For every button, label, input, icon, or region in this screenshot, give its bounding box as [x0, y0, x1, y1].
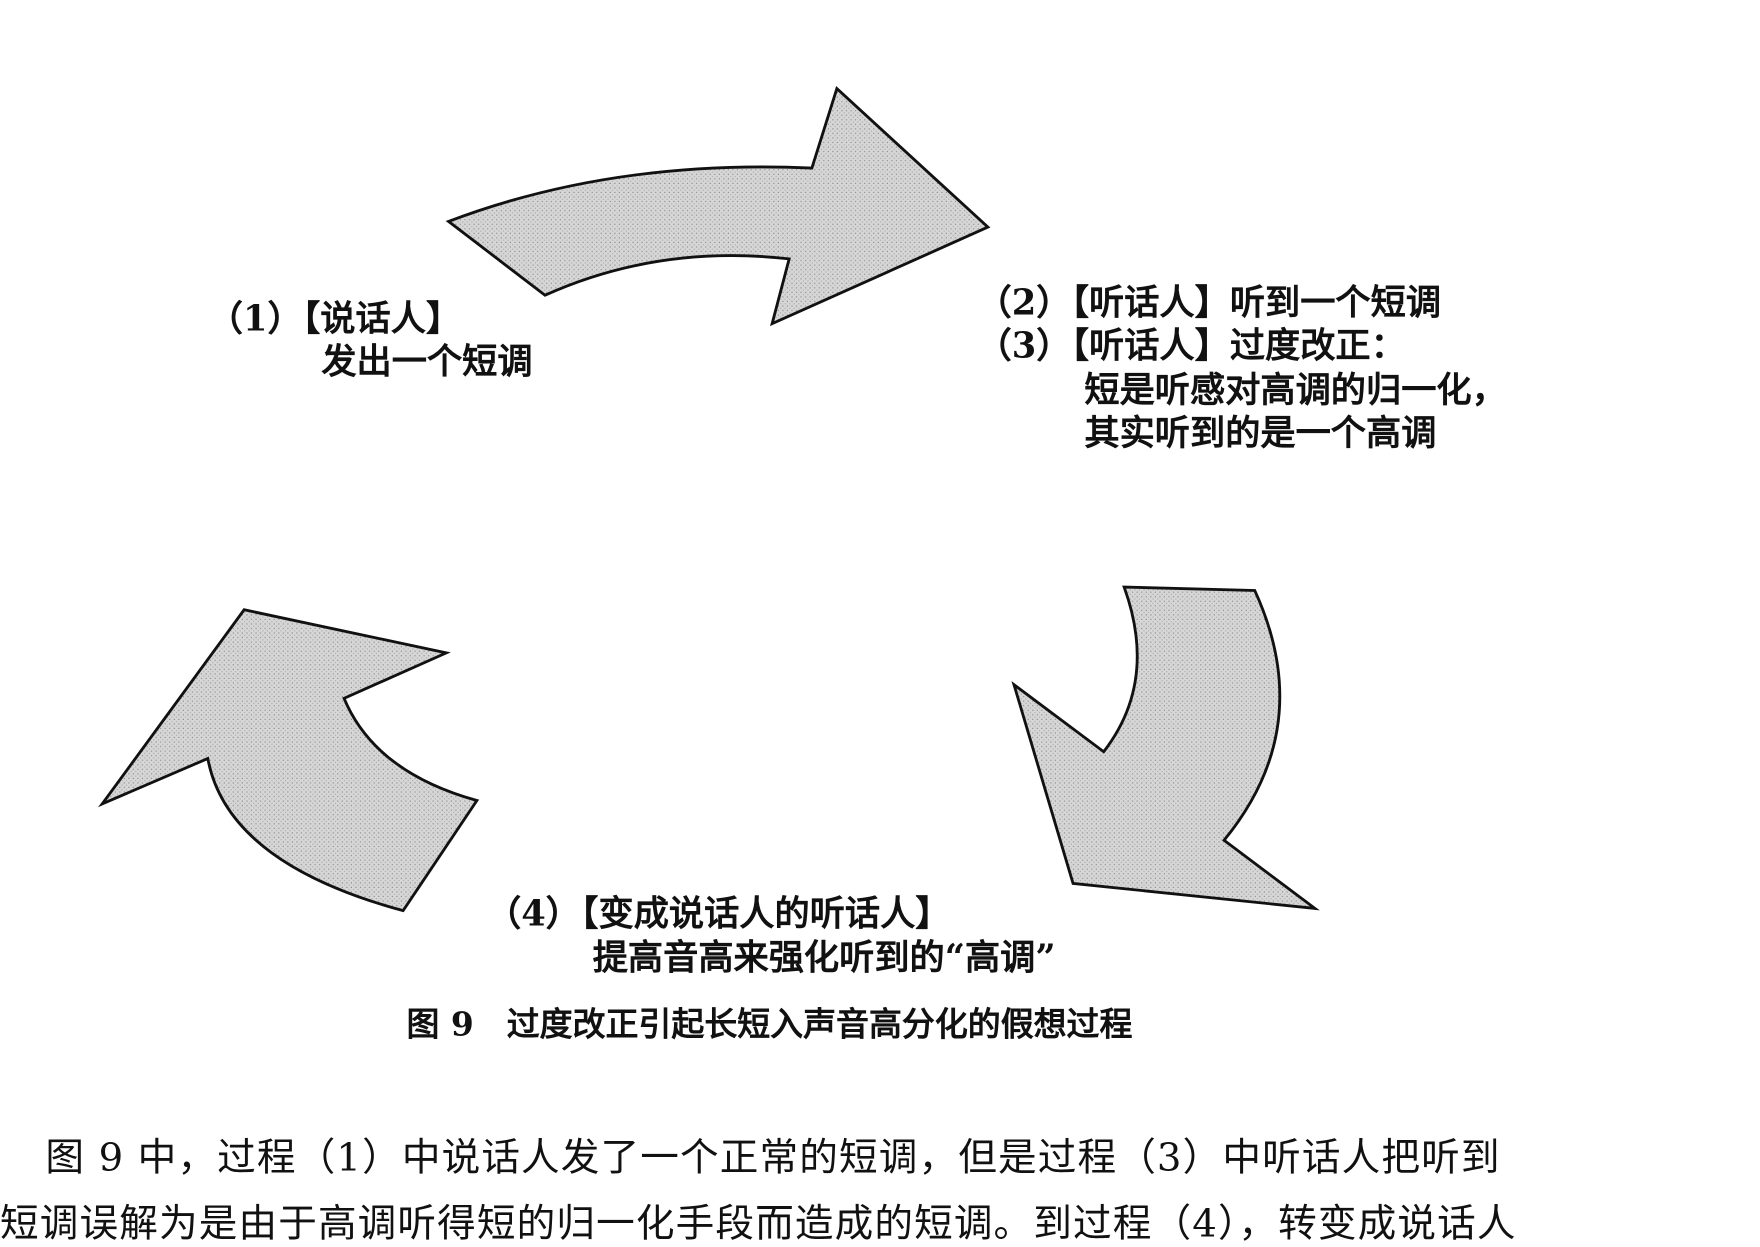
step2-label: （2）【听话人】听到一个短调: [976, 282, 1442, 324]
step3-description-1: 短是听感对高调的归一化，: [1084, 370, 1507, 412]
figure-caption: 图 9 过度改正引起长短入声音高分化的假想过程: [406, 1004, 1133, 1044]
step4-description: 提高音高来强化听到的“高调”: [592, 937, 1056, 979]
step1-description: 发出一个短调: [321, 341, 533, 383]
step3-label: （3）【听话人】过度改正：: [976, 325, 1406, 367]
arrow-new-speaker-to-speaker: [97, 608, 480, 913]
arrow-listener-to-new-speaker: [1011, 585, 1320, 911]
step1-label: （1）【说话人】: [207, 298, 462, 340]
step4-label: （4）【变成说话人的听话人】: [485, 893, 951, 935]
step3-description-2: 其实听到的是一个高调: [1084, 413, 1437, 455]
body-text-line-1: 图 9 中，过程（1）中说话人发了一个正常的短调，但是过程（3）中听话人把听到: [45, 1135, 1501, 1181]
arrow-speaker-to-listener: [445, 86, 991, 327]
body-text-line-2: 短调误解为是由于高调听得短的归一化手段而造成的短调。到过程（4），转变成说话人: [0, 1201, 1517, 1247]
